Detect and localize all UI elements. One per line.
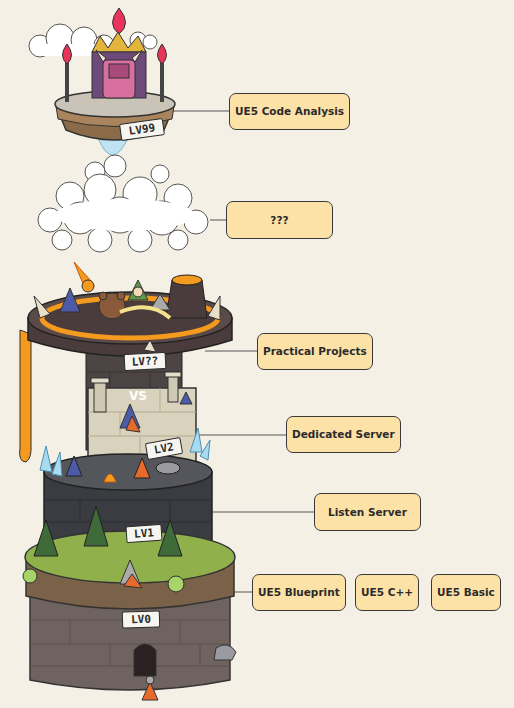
level-plaque: LV?? (124, 352, 167, 371)
box-label: UE5 C++ (361, 586, 413, 599)
wizard (180, 392, 192, 404)
crystal (40, 446, 62, 476)
box-label: Listen Server (328, 506, 407, 519)
throne (92, 52, 146, 98)
torch (65, 62, 69, 102)
box-label: UE5 Basic (437, 586, 495, 599)
tree (34, 520, 58, 556)
level-plaque: LV0 (122, 610, 161, 628)
door (134, 644, 156, 676)
leader-line (172, 111, 229, 112)
level-box: Dedicated Server (286, 416, 401, 453)
leader-line (205, 351, 257, 352)
level-plaque: LV1 (125, 524, 162, 543)
slime (168, 576, 184, 592)
leader-line (196, 435, 286, 436)
wizard (66, 456, 82, 476)
slash (120, 307, 170, 318)
leader-line (232, 592, 252, 593)
tower-tier-basic (23, 506, 236, 700)
helmet (109, 64, 129, 78)
tree (84, 506, 108, 546)
flame (63, 44, 72, 64)
flame (158, 44, 167, 64)
level-box: UE5 Blueprint (252, 574, 346, 611)
level-box: UE5 Code Analysis (229, 93, 350, 130)
rock (214, 645, 236, 660)
rock (156, 462, 180, 474)
wizard (134, 458, 150, 478)
hero (142, 682, 158, 700)
lava-top (172, 275, 202, 285)
cloud-bank (38, 155, 208, 252)
bear (99, 293, 125, 319)
level-box: Listen Server (314, 493, 421, 531)
lava-drip (20, 330, 32, 462)
crystal (190, 428, 210, 460)
leader-line (212, 512, 314, 513)
box-label: ??? (270, 214, 288, 227)
campfire (104, 474, 116, 482)
level-box: Practical Projects (257, 333, 373, 370)
floating-island (55, 8, 175, 155)
spikes (34, 296, 220, 352)
knight (103, 60, 135, 98)
box-label: Dedicated Server (292, 428, 395, 441)
slime (23, 569, 37, 583)
versus-label: VS (129, 389, 147, 403)
pillar (94, 382, 106, 412)
level-plaque: LV2 (145, 437, 183, 460)
box-label: Practical Projects (263, 345, 367, 358)
level-box: UE5 C++ (355, 574, 419, 611)
box-label: UE5 Blueprint (258, 586, 340, 599)
archer (128, 280, 148, 300)
volcano-chimney (166, 280, 207, 318)
box-label: UE5 Code Analysis (235, 105, 344, 118)
level-plaque: LV99 (119, 118, 165, 141)
flame (113, 8, 126, 34)
leader-line (210, 220, 226, 221)
level-box: ??? (226, 201, 333, 239)
comet (82, 280, 94, 292)
level-box: UE5 Basic (431, 574, 501, 611)
throne-crown (92, 32, 146, 52)
pillar (168, 376, 178, 402)
wizard (60, 288, 80, 312)
torch (160, 62, 164, 102)
tier-top (44, 454, 212, 490)
horns (96, 50, 142, 62)
tower-tier-listen (40, 428, 212, 552)
